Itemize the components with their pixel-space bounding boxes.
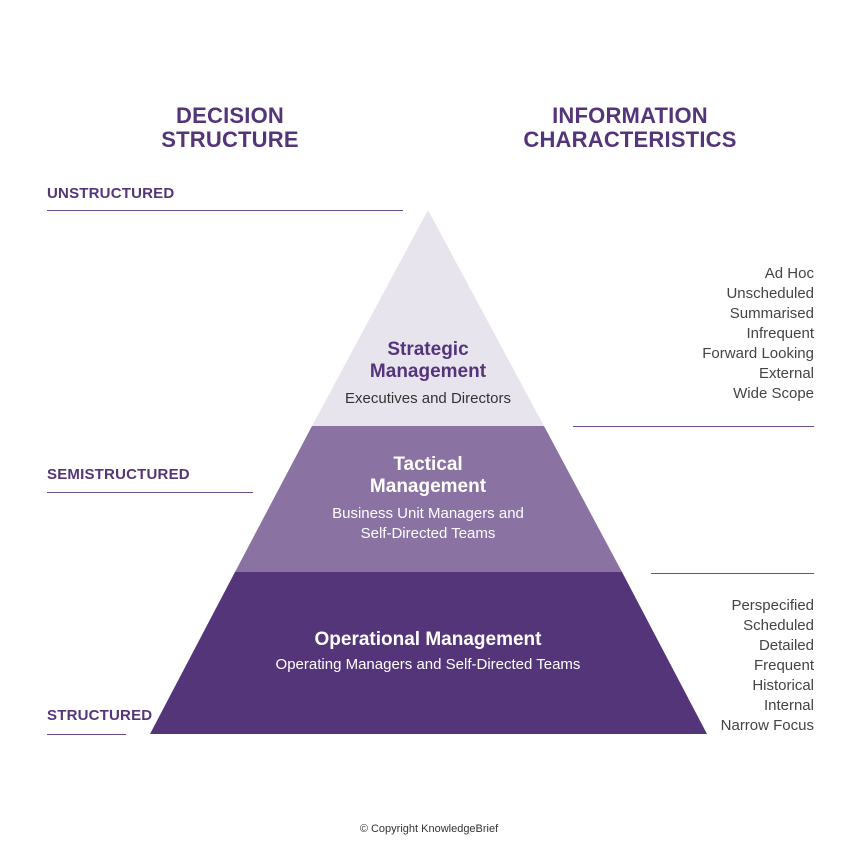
decision-structure-heading: DECISION STRUCTURE <box>130 104 330 152</box>
subtitle-line: Business Unit Managers and <box>332 505 524 522</box>
heading-line: DECISION <box>176 103 284 128</box>
subtitle-line: Operating Managers and Self-Directed Tea… <box>275 656 581 673</box>
strategic-title: Strategic Management <box>308 339 548 383</box>
level-structured: STRUCTURED <box>47 707 153 724</box>
list-item: Detailed <box>758 637 814 654</box>
list-item: Forward Looking <box>702 345 814 362</box>
subtitle-line: Self-Directed Teams <box>360 525 496 542</box>
characteristics-top-list: Ad Hoc Unscheduled Summarised Infrequent… <box>614 264 814 404</box>
list-item: Infrequent <box>746 325 814 342</box>
operational-tier-text: Operational Management Operating Manager… <box>228 629 628 675</box>
tactical-subtitle: Business Unit Managers and Self-Directed… <box>278 504 578 544</box>
list-item: Frequent <box>753 657 814 674</box>
heading-line: STRUCTURE <box>161 127 299 152</box>
list-item: Historical <box>752 677 814 694</box>
operational-title: Operational Management <box>228 629 628 651</box>
list-item: Wide Scope <box>733 385 814 402</box>
list-item: Scheduled <box>743 617 814 634</box>
strategic-tier <box>312 210 544 426</box>
title-line: Management <box>369 361 487 382</box>
list-item: Internal <box>763 697 814 714</box>
information-characteristics-heading: INFORMATION CHARACTERISTICS <box>490 104 770 152</box>
characteristics-bottom-divider <box>651 573 814 574</box>
list-item: Summarised <box>729 305 814 322</box>
tactical-title: Tactical Management <box>278 454 578 498</box>
strategic-tier-text: Strategic Management Executives and Dire… <box>308 339 548 409</box>
title-line: Strategic <box>387 339 469 360</box>
operational-subtitle: Operating Managers and Self-Directed Tea… <box>228 655 628 675</box>
title-line: Tactical <box>393 454 463 475</box>
heading-line: CHARACTERISTICS <box>523 127 737 152</box>
copyright-notice: © Copyright KnowledgeBrief <box>359 823 499 835</box>
operational-tier <box>150 572 707 734</box>
list-item: Narrow Focus <box>720 717 814 734</box>
list-item: Perspecified <box>731 597 814 614</box>
characteristics-bottom-list: Perspecified Scheduled Detailed Frequent… <box>614 596 814 736</box>
level-unstructured: UNSTRUCTURED <box>47 185 175 202</box>
tactical-tier <box>235 426 622 572</box>
subtitle-line: Executives and Directors <box>345 390 511 407</box>
tactical-tier-text: Tactical Management Business Unit Manage… <box>278 454 578 544</box>
structured-divider <box>47 734 126 735</box>
level-semistructured: SEMISTRUCTURED <box>47 466 190 483</box>
title-line: Management <box>369 476 487 497</box>
strategic-subtitle: Executives and Directors <box>308 389 548 409</box>
title-line: Operational Management <box>314 629 542 650</box>
characteristics-top-divider <box>573 426 814 427</box>
unstructured-divider <box>47 210 403 211</box>
semistructured-divider <box>47 492 253 493</box>
heading-line: INFORMATION <box>552 103 708 128</box>
list-item: External <box>758 365 814 382</box>
list-item: Ad Hoc <box>764 265 814 282</box>
list-item: Unscheduled <box>726 285 814 302</box>
